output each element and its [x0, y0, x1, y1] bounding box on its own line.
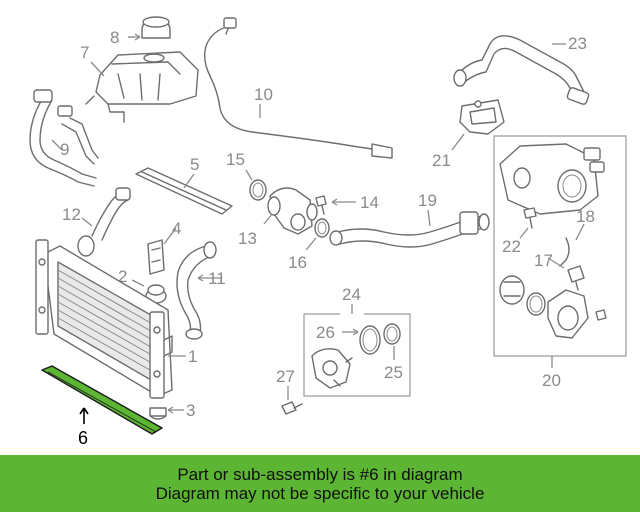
group-24: 24 26 25	[303, 285, 411, 397]
part-1-radiator	[35, 239, 173, 399]
callout-5: 5	[190, 155, 199, 174]
part-11-hose	[176, 241, 217, 340]
callout-10: 10	[254, 85, 273, 104]
leader-7	[90, 61, 105, 77]
callout-12: 12	[62, 205, 81, 224]
callout-4: 4	[172, 219, 181, 238]
callout-22: 22	[502, 237, 521, 256]
part-15-oring	[249, 179, 267, 201]
leader-5	[183, 173, 195, 189]
callout-18: 18	[576, 207, 595, 226]
callout-24: 24	[342, 285, 361, 304]
leader-12	[81, 217, 93, 227]
part-3-plug	[149, 407, 167, 420]
part-9-hose	[29, 89, 99, 187]
part-10-line	[203, 17, 393, 159]
part-14-bolt	[315, 195, 327, 215]
callout-11: 11	[208, 269, 226, 288]
leader-4	[163, 227, 177, 245]
callout-25: 25	[384, 363, 403, 382]
part-16-oring	[314, 218, 330, 238]
callout-17: 17	[534, 251, 553, 270]
callout-27: 27	[276, 367, 295, 386]
leader-2	[131, 279, 145, 287]
callout-2: 2	[118, 267, 127, 286]
callout-3: 3	[186, 401, 195, 420]
part-6-seal-strip	[41, 365, 163, 435]
part-7-expansion-tank	[85, 51, 199, 123]
callout-8: 8	[110, 28, 119, 47]
part-4-bracket	[147, 239, 165, 275]
part-21-plate	[459, 99, 505, 135]
callout-20: 20	[542, 371, 561, 390]
callout-15: 15	[226, 150, 245, 169]
leader-13	[263, 213, 273, 225]
part-19-hose	[329, 211, 490, 248]
leader-21	[451, 133, 465, 151]
part-13-housing	[267, 187, 318, 235]
leader-9	[51, 139, 63, 151]
callout-13: 13	[238, 229, 257, 248]
part-12-hose	[77, 187, 131, 257]
callout-19: 19	[418, 191, 437, 210]
callout-9: 9	[60, 140, 69, 159]
callout-16: 16	[288, 253, 307, 272]
callout-23: 23	[568, 34, 587, 53]
part-5-strip	[135, 167, 233, 215]
callout-26: 26	[316, 323, 335, 342]
callout-14: 14	[360, 193, 379, 212]
banner-line-2: Diagram may not be specific to your vehi…	[155, 483, 485, 503]
callout-7: 7	[80, 43, 89, 62]
leader-15	[245, 169, 253, 181]
callout-6: 6	[78, 428, 88, 448]
part-27-bolt	[281, 401, 303, 415]
leader-19	[427, 209, 431, 227]
callout-1: 1	[188, 347, 197, 366]
callout-21: 21	[432, 151, 451, 170]
leader-16	[305, 237, 317, 251]
part-8-cap	[141, 16, 171, 39]
banner-line-1: Part or sub-assembly is #6 in diagram	[177, 464, 463, 484]
parts-diagram: 8 7 9 10 23 21	[29, 16, 627, 448]
group-20: 20 22 18 17	[493, 135, 627, 390]
info-banner: Part or sub-assembly is #6 in diagram Di…	[0, 455, 640, 512]
part-23-hose	[453, 35, 590, 105]
